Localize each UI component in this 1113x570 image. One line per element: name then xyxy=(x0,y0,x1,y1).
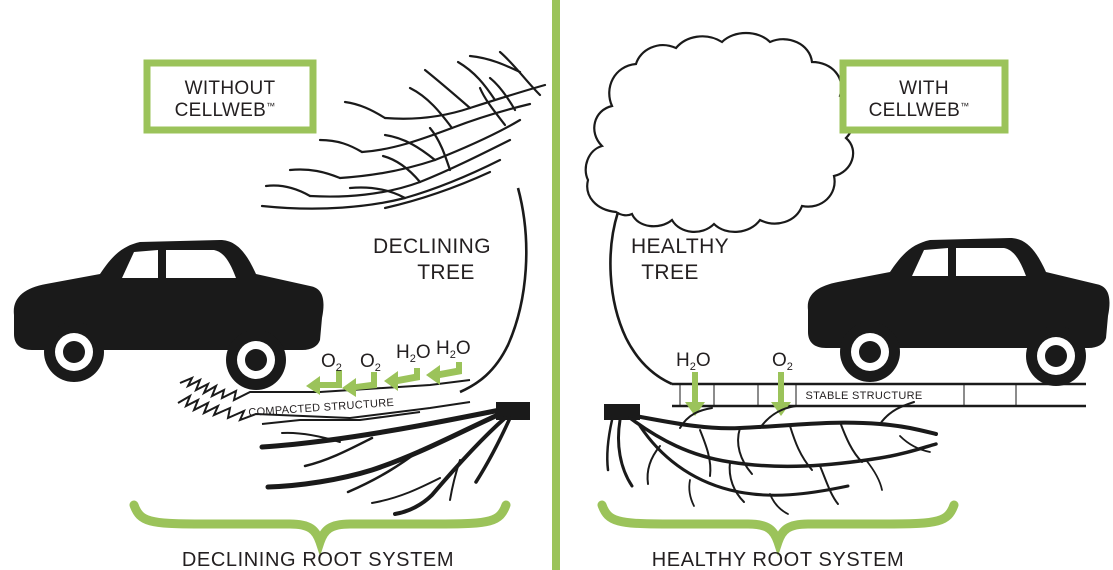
svg-text:CELLWEB™: CELLWEB™ xyxy=(869,100,970,121)
center-divider xyxy=(552,0,560,570)
declining-root-label: DECLINING ROOT SYSTEM xyxy=(182,549,454,570)
trademark-symbol: ™ xyxy=(960,101,969,111)
declining-tree-trunk xyxy=(460,188,526,392)
badge-line2: CELLWEB xyxy=(175,100,267,121)
without-cellweb-badge: WITHOUT CELLWEB™ xyxy=(147,63,313,130)
root-bracket-left xyxy=(134,505,506,542)
right-panel: HEALTHY TREE WITH CELLWEB™ xyxy=(586,33,1110,570)
healthy-tree-canopy xyxy=(586,33,854,232)
molecule-o2: O2 xyxy=(321,351,342,374)
declining-tree-label-2: TREE xyxy=(417,261,475,284)
trademark-symbol: ™ xyxy=(266,101,275,111)
car-icon xyxy=(808,238,1110,386)
stable-structure-label: STABLE STRUCTURE xyxy=(805,390,922,402)
flow-arrows xyxy=(685,372,791,416)
svg-text:CELLWEB™: CELLWEB™ xyxy=(175,100,276,121)
healthy-root-label: HEALTHY ROOT SYSTEM xyxy=(652,549,905,570)
molecule-o2: O2 xyxy=(772,350,793,373)
badge-line1: WITH xyxy=(899,78,949,99)
healthy-tree-label-1: HEALTHY xyxy=(631,235,729,258)
molecule-h2o: H2O xyxy=(396,342,431,365)
badge-line1: WITHOUT xyxy=(185,78,276,99)
molecule-h2o: H2O xyxy=(436,338,471,361)
healthy-root-system xyxy=(604,402,936,514)
declining-root-system xyxy=(262,402,530,514)
molecule-o2: O2 xyxy=(360,351,381,374)
left-panel: WITHOUT CELLWEB™ xyxy=(14,52,545,570)
declining-tree-label-1: DECLINING xyxy=(373,235,491,258)
molecule-h2o: H2O xyxy=(676,350,711,373)
with-cellweb-badge: WITH CELLWEB™ xyxy=(843,63,1005,130)
healthy-tree-label-2: TREE xyxy=(641,261,699,284)
root-bracket-right xyxy=(602,505,954,542)
badge-line2: CELLWEB xyxy=(869,100,961,121)
car-icon xyxy=(14,240,324,390)
